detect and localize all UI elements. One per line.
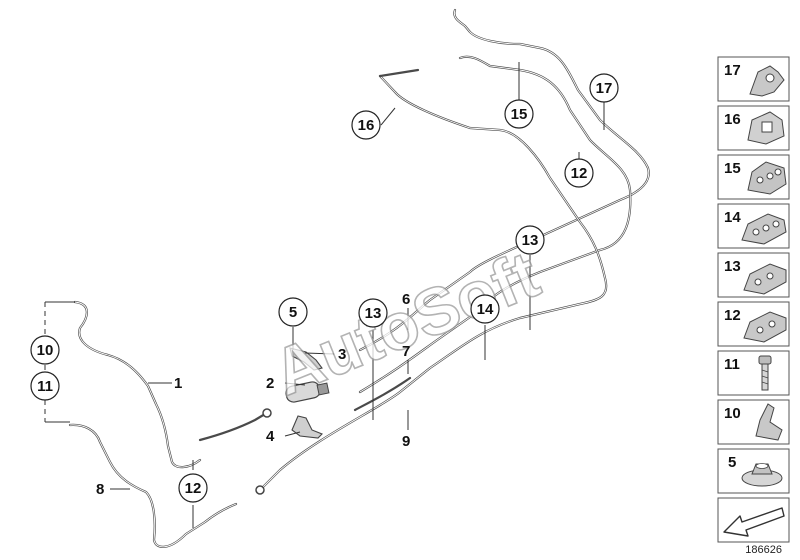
label-7: 7 — [402, 343, 410, 360]
svg-text:14: 14 — [477, 301, 494, 318]
svg-text:12: 12 — [724, 307, 741, 324]
svg-text:13: 13 — [522, 232, 539, 249]
fuel-line-8 — [68, 423, 238, 548]
callout-17: 17 — [589, 73, 619, 103]
callout-14: 14 — [470, 294, 500, 324]
arrow-icon — [723, 507, 785, 537]
label-2: 2 — [266, 375, 274, 392]
parts-legend: 17 16 15 — [717, 56, 790, 543]
svg-text:14: 14 — [724, 209, 741, 226]
legend-panel-17[interactable]: 17 — [717, 56, 790, 102]
leader-lines — [44, 62, 605, 528]
legend-panel-14[interactable]: 14 — [717, 203, 790, 249]
label-8: 8 — [96, 481, 104, 498]
label-9: 9 — [402, 433, 410, 450]
bolt-icon — [758, 355, 772, 391]
callout-11: 11 — [30, 371, 60, 401]
clip-12-icon — [743, 311, 787, 343]
svg-text:17: 17 — [596, 80, 613, 97]
clip-15-icon — [747, 161, 787, 195]
diagram-id: 186626 — [745, 544, 782, 556]
bracket-clip-icon — [755, 403, 783, 441]
legend-panel-12[interactable]: 12 — [717, 301, 790, 347]
svg-text:16: 16 — [358, 117, 375, 134]
legend-panel-15[interactable]: 15 — [717, 154, 790, 200]
svg-text:15: 15 — [511, 106, 528, 123]
svg-text:13: 13 — [724, 258, 741, 275]
clip-13-icon — [743, 263, 787, 295]
fuel-line-16-end — [378, 68, 420, 78]
callout-15: 15 — [504, 99, 534, 129]
label-3: 3 — [338, 346, 346, 363]
fuel-line-lower-end — [353, 376, 412, 412]
clip-16-icon — [747, 111, 785, 145]
legend-panel-13[interactable]: 13 — [717, 252, 790, 298]
legend-panel-arrow[interactable] — [717, 497, 790, 543]
fuel-line-set — [68, 8, 650, 548]
svg-text:15: 15 — [724, 160, 741, 177]
svg-text:5: 5 — [289, 304, 297, 321]
svg-text:13: 13 — [365, 305, 382, 322]
label-1: 1 — [174, 375, 182, 392]
svg-text:12: 12 — [571, 165, 588, 182]
fuel-line-pump-connector — [198, 412, 267, 442]
legend-panel-11[interactable]: 11 — [717, 350, 790, 396]
svg-text:12: 12 — [185, 480, 202, 497]
callout-5: 5 — [278, 297, 308, 327]
label-6: 6 — [402, 291, 410, 308]
nut-icon — [741, 463, 783, 487]
callout-12-right: 12 — [564, 158, 594, 188]
legend-panel-5[interactable]: 5 — [717, 448, 790, 494]
callout-16: 16 — [351, 110, 381, 140]
svg-text:17: 17 — [724, 62, 741, 79]
callout-13-middle: 13 — [358, 298, 388, 328]
svg-text:10: 10 — [724, 405, 741, 422]
label-4: 4 — [266, 428, 275, 445]
svg-text:11: 11 — [37, 378, 53, 395]
legend-panel-10[interactable]: 10 — [717, 399, 790, 445]
holder-4 — [291, 415, 323, 439]
svg-text:11: 11 — [724, 356, 740, 373]
legend-panel-16[interactable]: 16 — [717, 105, 790, 151]
svg-text:10: 10 — [37, 342, 54, 359]
callout-10: 10 — [30, 335, 60, 365]
callout-12-left: 12 — [178, 473, 208, 503]
clip-17-icon — [749, 65, 785, 97]
svg-text:16: 16 — [724, 111, 741, 128]
clip-14-icon — [741, 213, 787, 245]
callout-13-right: 13 — [515, 225, 545, 255]
svg-text:5: 5 — [728, 454, 736, 471]
